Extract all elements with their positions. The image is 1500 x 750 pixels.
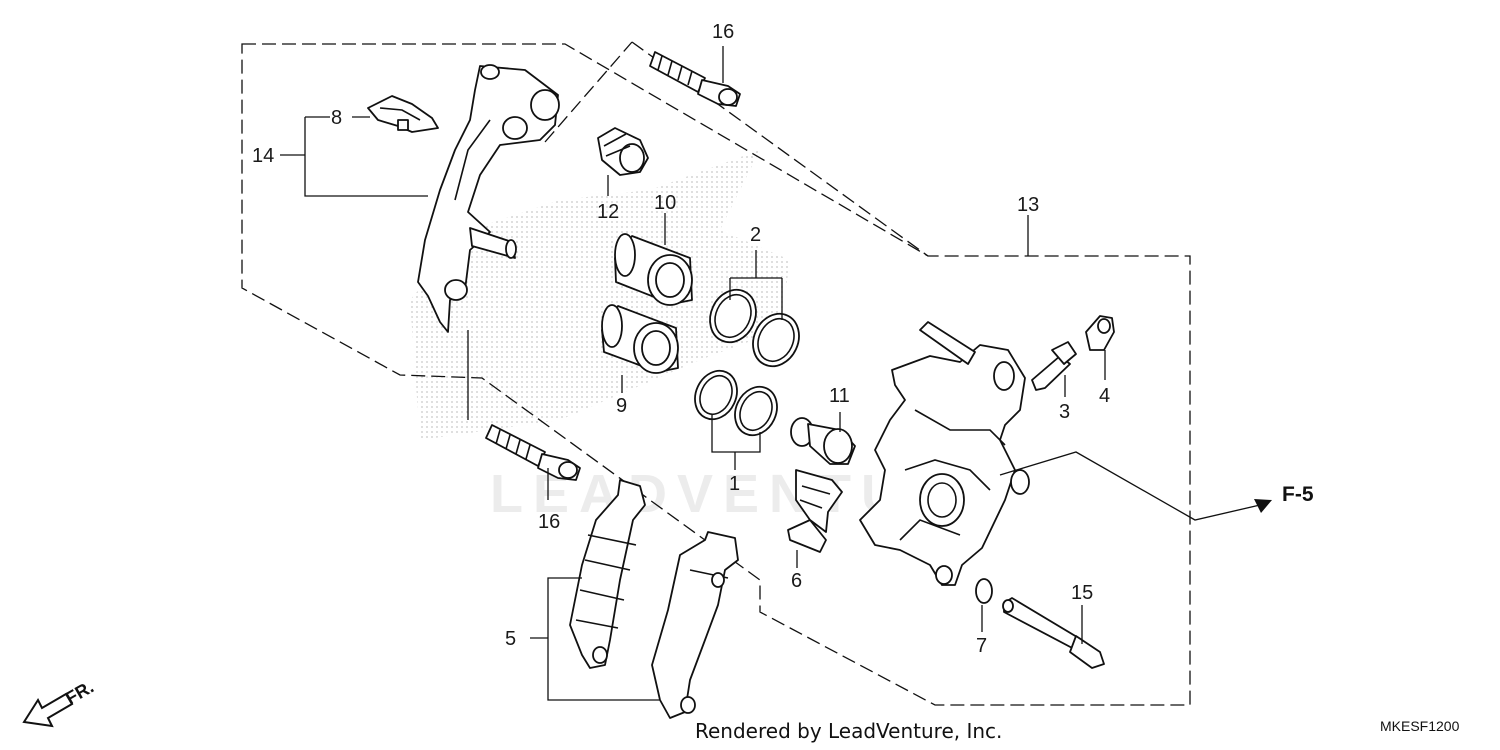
callout-7: 7 <box>976 635 987 657</box>
f5-arrowhead <box>1254 499 1272 513</box>
callout-5: 5 <box>505 628 516 650</box>
brake-pad-outer <box>651 531 739 719</box>
caliper-assembly-boundary <box>241 43 1191 706</box>
callout-8: 8 <box>331 107 342 129</box>
caliper-slide-pin <box>1002 597 1105 669</box>
pin-o-ring <box>975 578 993 604</box>
callout-16-bottom: 16 <box>538 511 560 533</box>
brake-pad-inner <box>569 479 646 669</box>
callout-2: 2 <box>750 224 761 246</box>
piston-upper <box>614 233 693 306</box>
callout-12: 12 <box>597 201 619 223</box>
caliper-body <box>859 321 1030 586</box>
page-reference-f5: F-5 <box>1282 483 1314 506</box>
callout-15: 15 <box>1071 582 1093 604</box>
callout-1: 1 <box>729 473 740 495</box>
bleeder-cap <box>1085 315 1115 351</box>
front-arrow-icon <box>22 692 74 728</box>
caliper-bracket <box>417 64 560 333</box>
callout-16-top: 16 <box>712 21 734 43</box>
callout-11: 11 <box>829 385 850 407</box>
diagram-code: MKESF1200 <box>1380 718 1460 734</box>
leader-lines <box>280 46 1261 701</box>
bleeder-screw <box>1031 341 1077 391</box>
callout-13: 13 <box>1017 194 1039 216</box>
callout-9: 9 <box>616 395 627 417</box>
callout-labels: 16 8 14 12 10 2 13 9 11 3 4 1 16 6 15 5 … <box>252 21 1110 657</box>
pad-spring <box>787 469 843 553</box>
callout-10: 10 <box>654 192 676 214</box>
pad-pin-plug <box>790 417 856 465</box>
render-credit: Rendered by LeadVenture, Inc. <box>695 719 1002 743</box>
bracket-bolt-lower <box>485 424 581 481</box>
callout-4: 4 <box>1099 385 1110 407</box>
bracket-bolt-upper <box>649 51 741 107</box>
piston-seals-lower <box>694 369 778 437</box>
pad-spring-clip <box>367 95 439 133</box>
front-direction-indicator: FR. <box>22 677 97 728</box>
piston-lower <box>601 304 679 374</box>
callout-14: 14 <box>252 145 274 167</box>
pin-boot <box>597 127 649 176</box>
callout-6: 6 <box>791 570 802 592</box>
callout-3: 3 <box>1059 401 1070 423</box>
piston-seals-upper <box>709 288 800 368</box>
